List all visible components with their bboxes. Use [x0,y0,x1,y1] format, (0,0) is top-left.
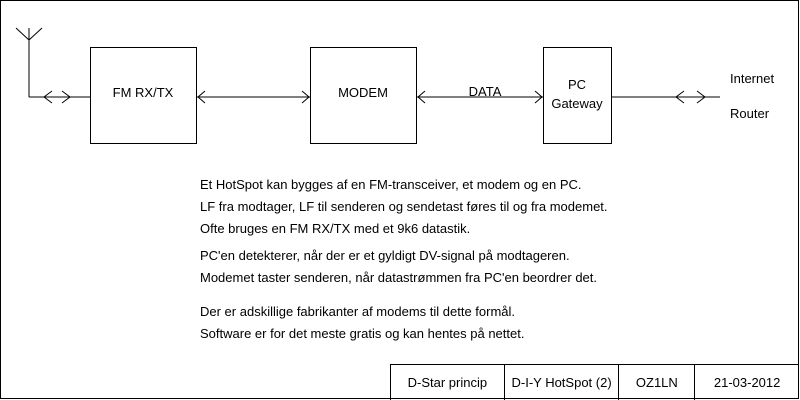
footer-title: D-I-Y HotSpot (2) [503,365,619,400]
pc-gateway-label-line2: Gateway [551,96,603,111]
footer-topic: D-Star princip [390,365,504,400]
antenna-arrow-icon [43,90,71,104]
description-line: Der er adskillige fabrikanter af modems … [200,304,516,319]
description-line: Modemet taster senderen, når datastrømme… [200,270,598,285]
pc-gateway-label-line1: PC [568,77,586,92]
description-line: Software er for det meste gratis og kan … [200,326,525,341]
pc-gateway-block [543,47,612,144]
footer-title-block: D-Star princip D-I-Y HotSpot (2) OZ1LN 2… [390,364,799,400]
antenna-icon [15,27,90,98]
fm-modem-link-arrow [197,90,310,104]
modem-block [310,47,417,144]
description-paragraph-3: Der er adskillige fabrikanter af modems … [200,301,524,345]
description-line: PC'en detekterer, når der er et gyldigt … [200,248,570,263]
fm-rxtx-block [90,47,197,144]
description-line: Et HotSpot kan bygges af en FM-transceiv… [200,177,582,192]
data-link-label: DATA [469,84,502,99]
description-paragraph-1: Et HotSpot kan bygges af en FM-transceiv… [200,174,608,240]
internet-label: Internet [730,71,774,86]
fm-rxtx-label: FM RX/TX [113,85,174,100]
description-paragraph-2: PC'en detekterer, når der er et gyldigt … [200,245,597,289]
modem-label: MODEM [338,85,388,100]
description-line: LF fra modtager, LF til senderen og send… [200,199,608,214]
footer-author: OZ1LN [618,365,694,400]
footer-date: 21-03-2012 [694,365,799,400]
router-label: Router [730,106,770,121]
data-link-arrow [417,90,543,104]
internet-link-arrow [612,90,720,104]
description-line: Ofte bruges en FM RX/TX med et 9k6 datas… [200,221,471,236]
